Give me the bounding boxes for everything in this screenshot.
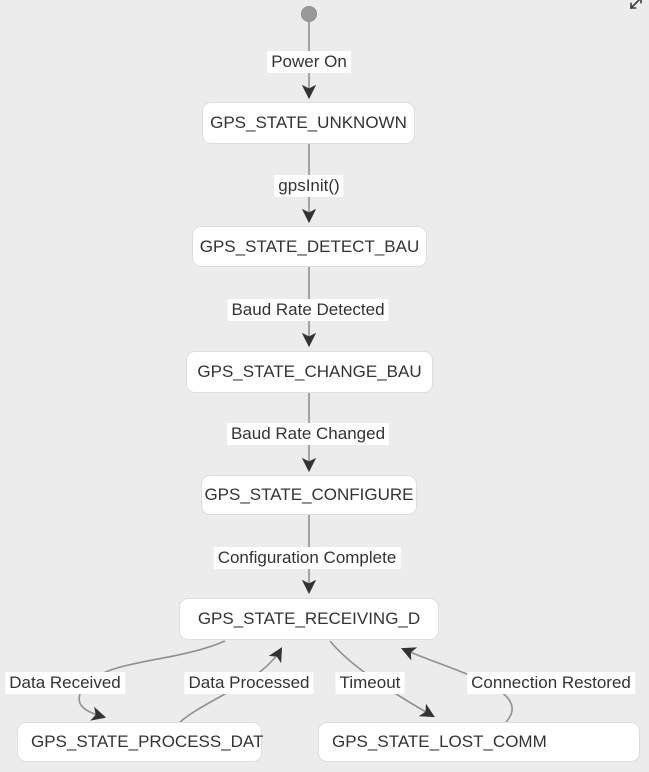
state-node-gps-state-configure: GPS_STATE_CONFIGURE [201,475,417,515]
edge-label-timeout: Timeout [335,672,405,694]
state-node-gps-state-unknown: GPS_STATE_UNKNOWN [202,102,415,144]
edge-label-baud-rate-changed: Baud Rate Changed [226,423,390,445]
expand-arrows-icon [630,0,642,9]
edge-label-configuration-complete: Configuration Complete [213,547,401,569]
state-node-gps-state-change-bau: GPS_STATE_CHANGE_BAU [186,351,433,393]
state-node-gps-state-receiving-d: GPS_STATE_RECEIVING_D [179,598,439,640]
edge-label-connection-restored: Connection Restored [467,672,635,694]
expand-icon[interactable] [626,0,644,16]
edge-label-data-processed: Data Processed [184,672,314,694]
edge-label-power-on: Power On [267,51,351,73]
edge-label-gps-init: gpsInit() [274,175,344,197]
state-node-gps-state-lost-comm: GPS_STATE_LOST_COMM [318,722,640,762]
edge-label-data-received: Data Received [5,672,125,694]
state-node-gps-state-detect-bau: GPS_STATE_DETECT_BAU [192,226,427,267]
state-node-gps-state-process-dat: GPS_STATE_PROCESS_DAT [17,722,263,762]
edge-label-baud-rate-detected: Baud Rate Detected [227,299,389,321]
initial-state-dot [301,6,317,22]
